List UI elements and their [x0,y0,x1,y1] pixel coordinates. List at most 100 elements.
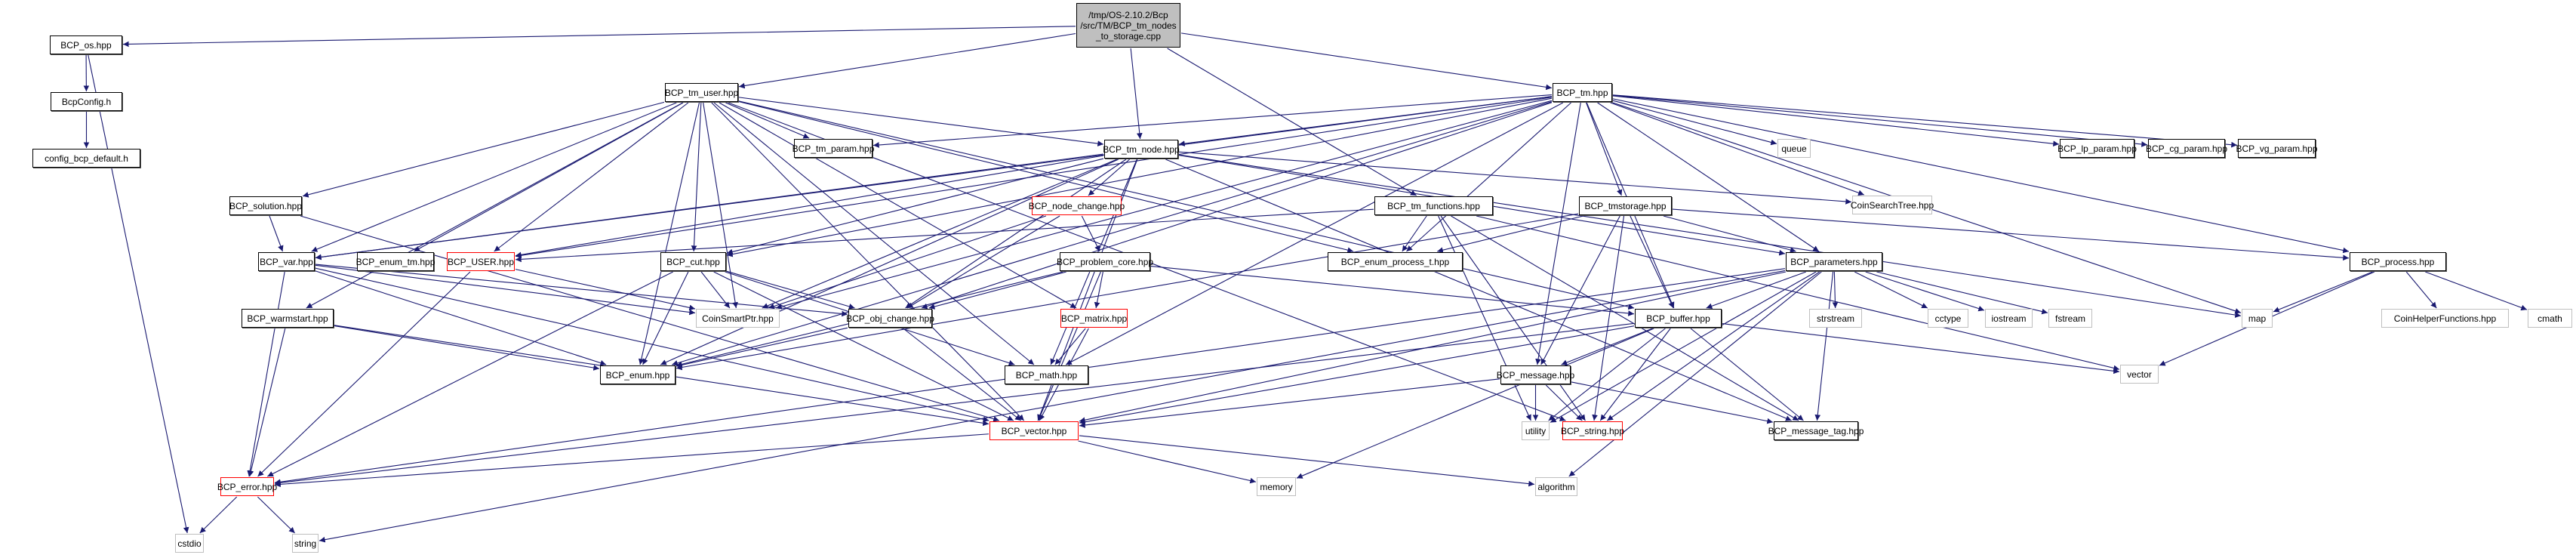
edge-bvector-to-memory [1078,440,1257,484]
graph-node-tm[interactable]: BCP_tm.hpp [1553,83,1612,102]
graph-node-os[interactable]: BCP_os.hpp [50,35,122,54]
graph-node-process[interactable]: BCP_process.hpp [2350,252,2446,271]
edge-process-to-map [2273,271,2373,313]
edge-tmuser-to-user [494,102,689,252]
graph-node-matrix[interactable]: BCP_matrix.hpp [1060,309,1128,328]
graph-node-fstream: fstream [2048,309,2092,328]
edge-root-to-os [122,26,1076,48]
graph-node-message[interactable]: BCP_message.hpp [1497,365,1574,384]
edge-warmstart-to-error [248,328,286,477]
graph-node-vgparam[interactable]: BCP_vg_param.hpp [2236,139,2318,158]
graph-node-bstring[interactable]: BCP_string.hpp [1561,421,1624,440]
edge-buffer-to-memory [1296,328,1654,479]
graph-node-math[interactable]: BCP_math.hpp [1005,365,1088,384]
graph-node-bcpconfig[interactable]: BcpConfig.h [51,92,122,111]
edge-solution-to-bvector [300,215,1000,422]
edge-cut-to-bvector [713,271,1014,421]
edge-tmnode-to-cut [726,158,1104,255]
edge-tmstorage-to-enumproc [1437,215,1583,253]
edge-root-to-tmnode [1130,48,1143,140]
graph-node-msgtag[interactable]: BCP_message_tag.hpp [1768,421,1864,440]
edge-probcore-to-bvector [1038,271,1101,421]
edge-buffer-to-msgtag [1690,328,1804,421]
edge-params-to-utility [1550,271,1817,423]
graph-node-tmnode[interactable]: BCP_tm_node.hpp [1103,140,1180,159]
graph-node-var[interactable]: BCP_var.hpp [258,252,315,271]
edge-tmuser-to-buffer [738,100,1635,310]
edge-warmstart-to-enum [334,325,600,371]
edge-tmnode-to-bvector [1037,159,1138,421]
graph-node-enumtm[interactable]: BCP_enum_tm.hpp [356,252,435,271]
edge-bvector-to-error [274,433,989,488]
edge-user-to-coinsmart [515,269,696,311]
edge-matrix-to-math [1054,328,1086,365]
edge-tmfunc-to-user [515,208,1374,263]
edge-tmnode-to-user [515,155,1104,258]
edge-tmuser-to-solution [302,101,665,198]
edge-error-to-string [257,496,296,534]
edge-tm-to-message [1535,102,1581,365]
edge-message-to-msgtag [1571,381,1774,424]
edge-tmnode-to-nodechange [1088,159,1130,196]
edge-tmfunc-to-vectorsys [1476,215,2120,371]
edge-tmuser-to-enumproc [738,101,1354,253]
edge-tmstorage-to-process [1672,208,2350,261]
edge-tmfunc-to-msgtag [1451,215,1799,421]
edge-tm-to-coinsmart [775,100,1553,310]
edge-tmuser-to-enum [638,102,700,365]
edge-tmfunc-to-utility [1438,215,1531,421]
edge-probcore-to-buffer [1150,265,1635,316]
edge-tm-to-enumproc [1406,102,1571,252]
graph-node-tmuser[interactable]: BCP_tm_user.hpp [665,83,738,102]
graph-node-cgparam[interactable]: BCP_cg_param.hpp [2146,139,2227,158]
graph-node-probcore[interactable]: BCP_problem_core.hpp [1057,252,1153,271]
graph-node-tmparam[interactable]: BCP_tm_param.hpp [792,139,874,158]
graph-node-lpparam[interactable]: BCP_lp_param.hpp [2057,139,2137,158]
edge-objchange-to-bvector [903,328,1022,421]
edge-bvector-to-algorithm [1079,435,1535,487]
graph-node-warmstart[interactable]: BCP_warmstart.hpp [242,309,334,328]
edge-var-to-enum [315,270,607,366]
edge-cut-to-coinsmart [700,271,731,309]
graph-node-utility: utility [1522,421,1550,440]
graph-node-strstream: strstream [1809,309,1862,328]
graph-node-tmfunc[interactable]: BCP_tm_functions.hpp [1374,196,1493,215]
edge-cut-to-objchange [726,270,855,310]
graph-node-user[interactable]: BCP_USER.hpp [447,252,515,271]
edge-buffer-to-error [274,322,1635,486]
edge-tm-to-lpparam [1612,95,2060,147]
graph-node-solution[interactable]: BCP_solution.hpp [229,196,302,215]
graph-node-error[interactable]: BCP_error.hpp [217,477,277,496]
graph-node-tmstorage[interactable]: BCP_tmstorage.hpp [1579,196,1672,215]
edge-tmnode-to-objchange [905,159,1127,309]
edge-tm-to-objchange [921,102,1553,310]
graph-node-cut[interactable]: BCP_cut.hpp [660,252,726,271]
edge-params-to-cctype [1854,271,1928,309]
graph-node-configdef[interactable]: config_bcp_default.h [32,149,140,168]
edge-tmnode-to-enum [660,159,1119,365]
graph-node-nodechange[interactable]: BCP_node_change.hpp [1029,196,1125,215]
edge-buffer-to-bvector [1079,325,1635,425]
edge-tmuser-to-tmparam [725,102,810,139]
edge-tmuser-to-warmstart [306,102,683,309]
graph-node-root[interactable]: /tmp/OS-2.10.2/Bcp /src/TM/BCP_tm_nodes … [1076,3,1180,48]
graph-node-enumproc[interactable]: BCP_enum_process_t.hpp [1328,252,1463,271]
edge-tmnode-to-coinsearch [1178,151,1852,205]
graph-node-params[interactable]: BCP_parameters.hpp [1786,252,1882,271]
edge-tmstorage-to-enum [676,213,1579,371]
edge-tm-to-math [1065,102,1564,365]
graph-node-coinsmart: CoinSmartPtr.hpp [696,309,780,328]
edge-process-to-cmath [2425,271,2528,311]
graph-node-objchange[interactable]: BCP_obj_change.hpp [846,309,934,328]
edge-params-to-algorithm [1568,271,1822,477]
edge-buffer-to-vectorsys [1722,323,2120,375]
graph-node-enum[interactable]: BCP_enum.hpp [600,365,676,384]
edge-cut-to-enum [642,271,689,365]
edge-tm-to-enum [672,101,1553,366]
edge-nodechange-to-coinsmart [768,215,1046,310]
graph-node-bvector[interactable]: BCP_vector.hpp [989,421,1079,440]
graph-node-buffer[interactable]: BCP_buffer.hpp [1635,309,1722,328]
edge-nodechange-to-probcore [1081,215,1100,252]
edge-tmnode-to-map [1178,154,2242,318]
